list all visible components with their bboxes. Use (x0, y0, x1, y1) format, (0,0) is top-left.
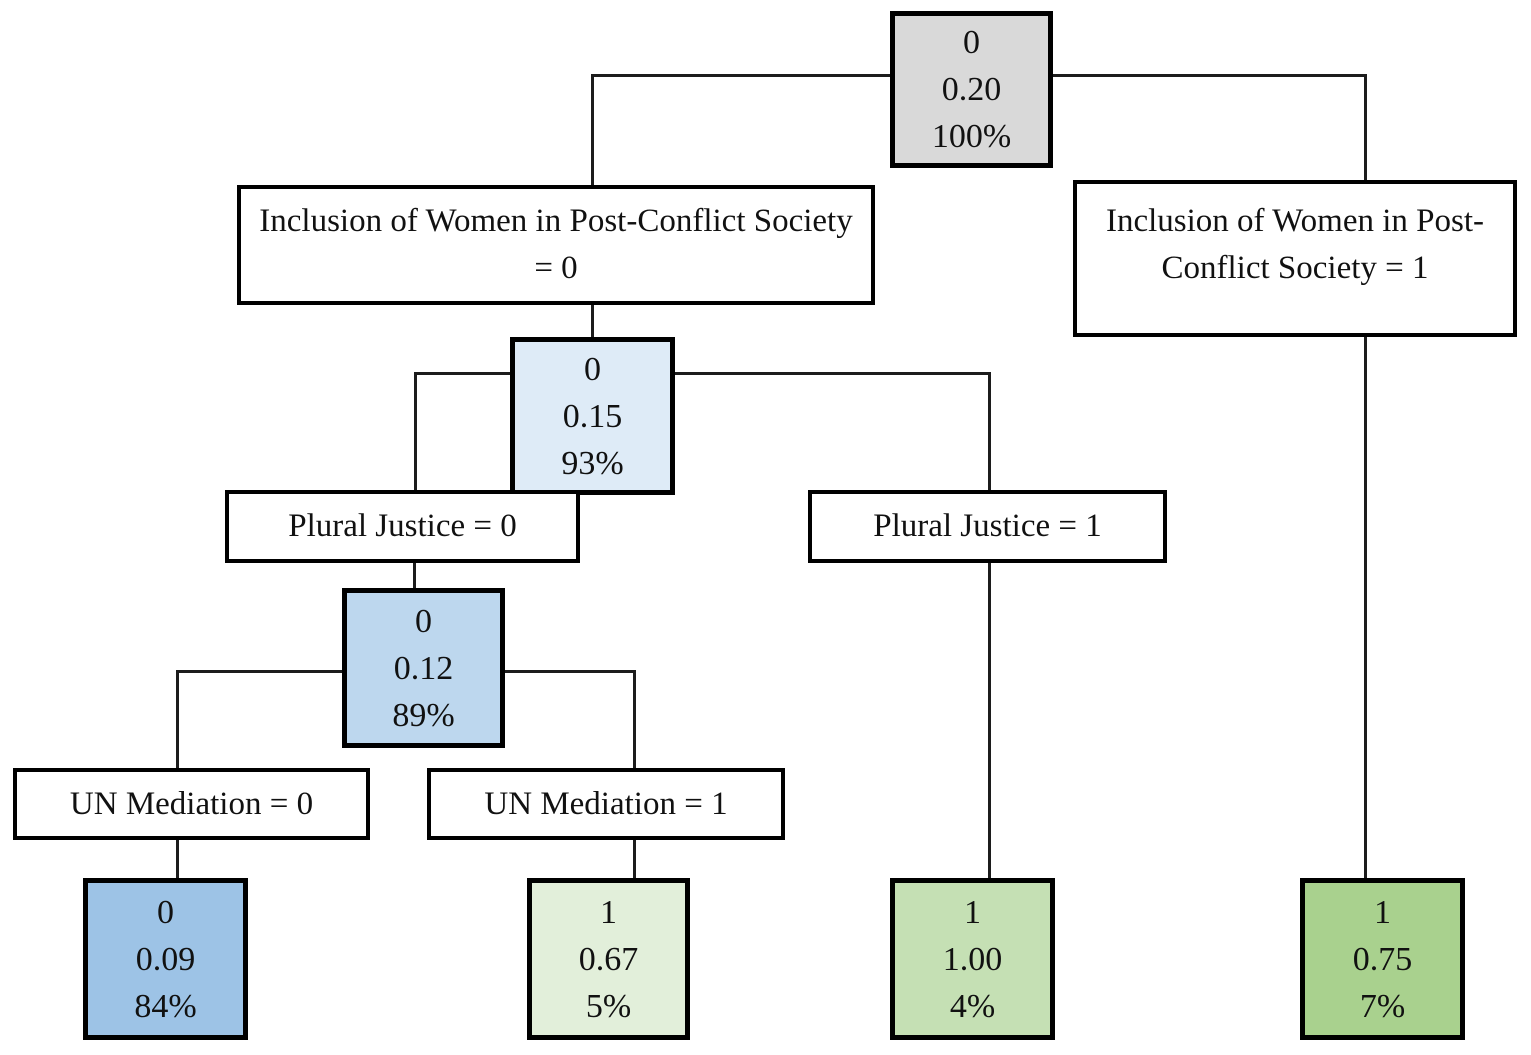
leaf-plural-justice-1: 1 1.00 4% (890, 878, 1055, 1040)
split-label-plural-justice-1: Plural Justice = 1 (808, 490, 1167, 563)
split-label-text: UN Mediation = 1 (484, 785, 728, 822)
split-label-text: UN Mediation = 0 (69, 785, 314, 822)
split-label-text: Plural Justice = 1 (873, 508, 1102, 544)
node-percent: 7% (1359, 987, 1406, 1025)
node-root: 0 0.20 100% (890, 11, 1053, 168)
node-plural0: 0 0.12 89% (342, 588, 505, 748)
node-women0: 0 0.15 93% (510, 337, 675, 495)
split-label-inclusion-women-0: Inclusion of Women in Post-Conflict Soci… (237, 185, 875, 305)
split-label-un-mediation-1: UN Mediation = 1 (427, 768, 785, 840)
node-probability: 0.12 (393, 649, 454, 687)
leaf-inclusion-women-1: 1 0.75 7% (1300, 878, 1465, 1040)
connector-split-un1-to-leaf (633, 838, 636, 880)
connector-root-to-split-women1 (1364, 74, 1367, 182)
connector-node012-right-horizontal (503, 670, 636, 673)
split-label-text: Plural Justice = 0 (288, 508, 517, 544)
split-label-text: Inclusion of Women in Post-Conflict Soci… (259, 203, 853, 286)
node-class-value: 1 (1374, 893, 1391, 931)
leaf-un-mediation-1: 1 0.67 5% (527, 878, 690, 1040)
node-probability: 0.15 (562, 397, 623, 435)
connector-to-split-plural0 (414, 372, 417, 492)
node-probability: 0.75 (1352, 940, 1413, 978)
node-percent: 5% (585, 987, 632, 1025)
connector-to-split-un0 (176, 670, 179, 770)
node-class-value: 1 (964, 893, 981, 931)
node-probability: 0.67 (578, 940, 639, 978)
node-class-value: 0 (963, 24, 980, 61)
node-class-value: 1 (600, 893, 617, 931)
node-class-value: 0 (584, 350, 601, 388)
node-probability: 0.20 (941, 71, 1002, 108)
connector-to-split-un1 (633, 670, 636, 770)
connector-split-un0-to-leaf (176, 838, 179, 880)
node-probability: 1.00 (942, 940, 1003, 978)
node-class-value: 0 (157, 893, 174, 931)
split-label-text: Inclusion of Women in Post-Conflict Soci… (1105, 203, 1485, 286)
split-label-un-mediation-0: UN Mediation = 0 (13, 768, 370, 840)
node-percent: 89% (392, 696, 455, 734)
connector-split-women0-to-node (591, 303, 594, 339)
connector-node015-right-horizontal (672, 372, 991, 375)
node-percent: 93% (561, 444, 624, 482)
connector-to-split-plural1 (988, 372, 991, 492)
node-class-value: 0 (415, 602, 432, 640)
leaf-un-mediation-0: 0 0.09 84% (83, 878, 248, 1040)
connector-split-women1-to-leaf (1364, 335, 1367, 880)
connector-root-left-horizontal (591, 74, 893, 77)
node-percent: 84% (134, 987, 197, 1025)
node-probability: 0.09 (135, 940, 196, 978)
connector-split-plural0-to-node (413, 561, 416, 590)
connector-node015-left-horizontal (414, 372, 513, 375)
connector-root-to-split-women0 (591, 74, 594, 187)
connector-node012-left-horizontal (176, 670, 345, 673)
node-percent: 4% (949, 987, 996, 1025)
split-label-inclusion-women-1: Inclusion of Women in Post-Conflict Soci… (1073, 180, 1517, 337)
split-label-plural-justice-0: Plural Justice = 0 (225, 490, 580, 563)
connector-split-plural1-to-leaf (988, 561, 991, 880)
connector-root-right-horizontal (1050, 74, 1367, 77)
node-percent: 100% (931, 118, 1012, 155)
